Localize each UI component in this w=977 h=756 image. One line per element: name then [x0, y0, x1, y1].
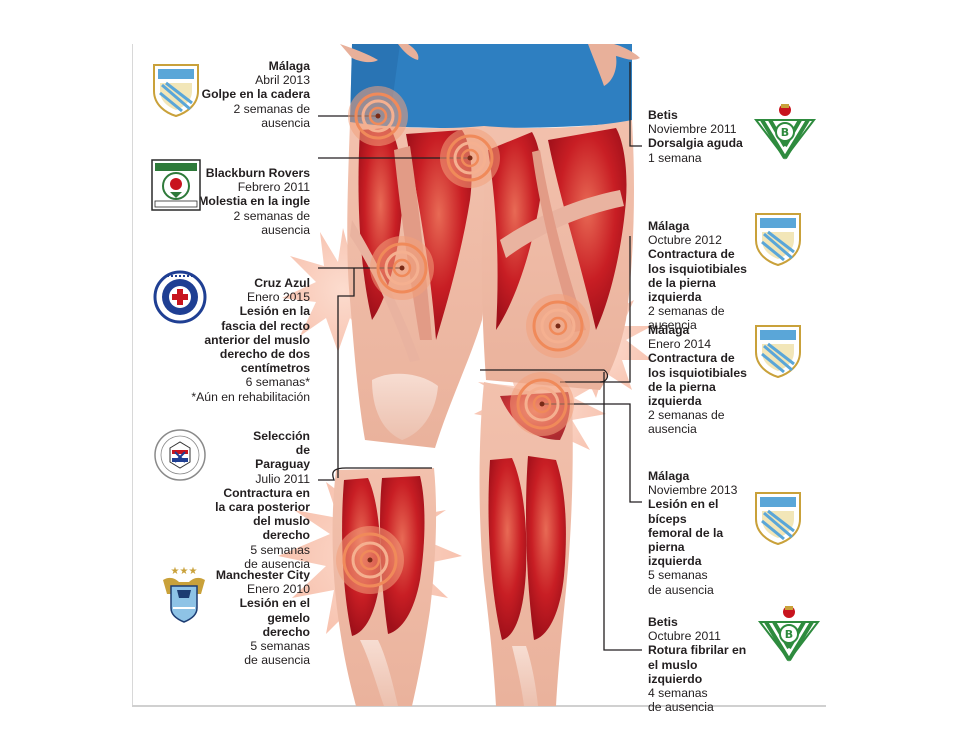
- malaga-crest-icon: [153, 64, 199, 117]
- manchester-city-crest-icon: ★★★: [163, 566, 205, 623]
- svg-text:★★★: ★★★: [171, 566, 198, 577]
- left-hand: [340, 44, 378, 63]
- right-hand: [588, 44, 640, 86]
- betis-crest-icon: B: [757, 606, 821, 662]
- absence-duration: 5 semanas de ausencia: [648, 568, 714, 597]
- entry-malaga-2013-hip: Málaga Abril 2013 Golpe en la cadera 2 s…: [198, 59, 310, 130]
- injury-description: Lesión en el gemelo derecho: [239, 596, 310, 639]
- cruz-azul-crest-icon: [153, 270, 207, 324]
- entry-betis-2011-back: Betis Noviembre 2011 Dorsalgia aguda 1 s…: [648, 108, 758, 165]
- entry-malaga-2014-hamstring: Málaga Enero 2014 Contractura de los isq…: [648, 323, 768, 437]
- injury-description: Lesión en la fascia del recto anterior d…: [204, 304, 310, 376]
- frame-left-rule: [132, 44, 133, 706]
- malaga-crest-icon: [755, 213, 801, 266]
- injury-date: Abril 2013: [255, 73, 310, 88]
- rehab-note: *Aún en rehabilitación: [191, 389, 310, 404]
- team-name: Málaga: [648, 469, 690, 483]
- entry-malaga-2012-hamstring: Málaga Octubre 2012 Contractura de los i…: [648, 219, 768, 333]
- injury-date: Enero 2015: [246, 290, 310, 305]
- svg-text:B: B: [781, 126, 789, 139]
- entry-blackburn-2011-groin: Blackburn Rovers Febrero 2011 Molestia e…: [196, 166, 310, 237]
- team-name: Betis: [648, 108, 678, 122]
- team-name: Cruz Azul: [254, 276, 310, 290]
- absence-duration: 4 semanas de ausencia: [648, 686, 714, 715]
- injury-description: Lesión en el bíceps femoral de la pierna…: [648, 497, 724, 569]
- injury-description: Rotura fibrilar en el muslo izquierdo: [648, 643, 747, 686]
- team-name: Betis: [648, 615, 678, 629]
- injury-date: Enero 2014: [648, 337, 712, 352]
- team-name: Selección de Paraguay: [253, 429, 310, 472]
- shorts: [350, 44, 632, 129]
- absence-duration: 1 semana: [648, 150, 702, 165]
- absence-duration: 2 semanas de ausencia: [233, 208, 310, 237]
- injury-date: Octubre 2011: [648, 629, 721, 644]
- entry-cruz-azul-2015-rectus: Cruz Azul Enero 2015 Lesión en la fascia…: [191, 276, 310, 404]
- malaga-crest-icon: [755, 325, 801, 378]
- injury-date: Noviembre 2013: [648, 483, 738, 498]
- absence-duration: 2 semanas de ausencia: [648, 408, 725, 437]
- entry-betis-2011-fibrillar: Betis Octubre 2011 Rotura fibrilar en el…: [648, 615, 758, 714]
- team-name: Manchester City: [215, 568, 310, 582]
- injury-date: Octubre 2012: [648, 233, 722, 248]
- betis-crest-icon: B: [753, 104, 817, 160]
- injury-date: Julio 2011: [255, 471, 310, 486]
- injury-description: Contractura en la cara posterior del mus…: [215, 485, 310, 543]
- injury-target-hip: [348, 86, 408, 146]
- paraguay-crest-icon: [154, 429, 206, 481]
- absence-duration: 2 semanas de ausencia: [648, 304, 725, 333]
- injury-date: Enero 2010: [246, 582, 310, 597]
- malaga-crest-icon: [755, 492, 801, 545]
- injury-description: Dorsalgia aguda: [648, 136, 743, 151]
- injury-date: Febrero 2011: [237, 180, 310, 195]
- entry-paraguay-2011-thigh: Selección de Paraguay Julio 2011 Contrac…: [210, 429, 310, 571]
- team-name: Málaga: [648, 219, 690, 233]
- absence-duration: 2 semanas de ausencia: [233, 101, 310, 130]
- frame-bottom-rule: [132, 705, 826, 707]
- injury-description: Molestia en la ingle: [198, 194, 310, 209]
- injury-target-biceps-femoral: [510, 372, 574, 436]
- injury-target-groin: [440, 128, 500, 188]
- injury-description: Contractura de los isquiotibiales de la …: [648, 247, 747, 305]
- entry-manchester-city-2010-calf: Manchester City Enero 2010 Lesión en el …: [216, 568, 310, 667]
- injury-target-hamstring-left: [526, 294, 590, 358]
- injury-description: Golpe en la cadera: [201, 87, 310, 102]
- blackburn-crest-icon: [151, 159, 201, 211]
- injury-target-rectus: [370, 236, 434, 300]
- svg-text:B: B: [785, 628, 793, 641]
- absence-duration: 6 semanas*: [245, 375, 310, 390]
- team-name: Málaga: [648, 323, 690, 337]
- absence-duration: 5 semanas de ausencia: [244, 639, 310, 668]
- injury-target-calf: [336, 526, 404, 594]
- team-name: Málaga: [268, 59, 310, 73]
- injury-description: Contractura de los isquiotibiales de la …: [648, 351, 747, 409]
- injury-date: Noviembre 2011: [648, 122, 737, 137]
- absence-duration: 5 semanas de ausencia: [244, 542, 310, 571]
- entry-malaga-2013-biceps-femoral: Málaga Noviembre 2013 Lesión en el bícep…: [648, 469, 738, 597]
- leader-lines: [318, 62, 642, 651]
- team-name: Blackburn Rovers: [205, 166, 310, 180]
